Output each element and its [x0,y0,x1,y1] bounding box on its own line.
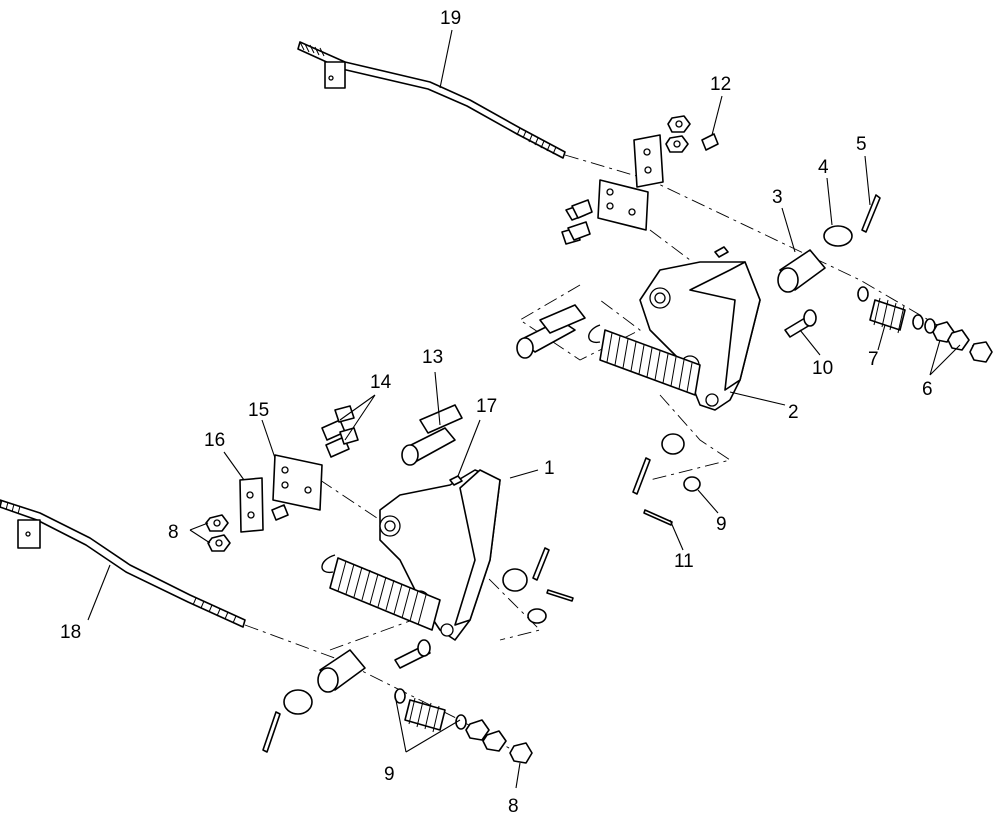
plate-16 [239,477,264,533]
callout-9-bottom: 9 [384,764,395,785]
pin-10 [784,309,817,338]
callout-10: 10 [812,358,833,379]
upper-nuts-and-bolts [561,115,719,245]
callout-13: 13 [422,347,443,368]
callout-8-bottom: 8 [508,796,519,817]
pin-11 [643,509,673,526]
lower-arm-1 [379,469,501,641]
callout-2: 2 [788,402,799,423]
lower-sleeve [317,649,366,693]
cotter-pin-5 [861,194,881,233]
washer-4 [823,225,853,247]
callout-15: 15 [248,400,269,421]
lower-spring-hardware [394,688,533,764]
pivot-pin-13 [401,404,463,466]
lower-pin [394,639,431,669]
lower-right-pin [546,589,574,602]
leader-lines [87,29,961,789]
lower-right-washer [502,568,528,592]
callout-16: 16 [204,430,225,451]
upper-arm-2 [639,246,761,411]
callout-9-upper: 9 [716,514,727,535]
upper-sleeve-3 [777,249,826,293]
callout-17: 17 [476,396,497,417]
callout-14: 14 [370,372,392,393]
upper-bracket-plates [597,134,664,231]
callout-3: 3 [772,187,783,208]
callout-4: 4 [818,157,829,178]
lower-right-cotter [532,547,550,581]
callout-5: 5 [856,134,867,155]
upper-cotter-pin [632,457,651,495]
callout-18: 18 [60,622,81,643]
lower-spring [321,554,441,631]
callout-7: 7 [868,349,879,370]
rod-18 [0,499,246,628]
callout-8-lower-left: 8 [168,522,179,543]
callout-12: 12 [710,74,731,95]
lower-cotter-pin [262,711,281,753]
upper-pivot-pin [516,304,586,359]
upper-washer [661,433,685,455]
rod-19 [297,41,566,159]
callout-1: 1 [544,458,555,479]
upper-spring [588,324,701,396]
callout-labels: 1 2 3 4 5 6 7 8 8 9 9 10 11 12 13 14 15 … [60,8,933,817]
lower-nuts-8 [205,504,289,552]
lower-washer-large [283,689,313,715]
callout-6: 6 [922,379,933,400]
callout-11: 11 [674,551,694,572]
bolts-14 [321,405,359,458]
lower-right-washer-small [527,608,547,624]
plate-15 [272,454,323,511]
upper-washer-9 [683,476,701,492]
callout-19: 19 [440,8,461,29]
upper-spring-7-hardware [857,286,993,363]
